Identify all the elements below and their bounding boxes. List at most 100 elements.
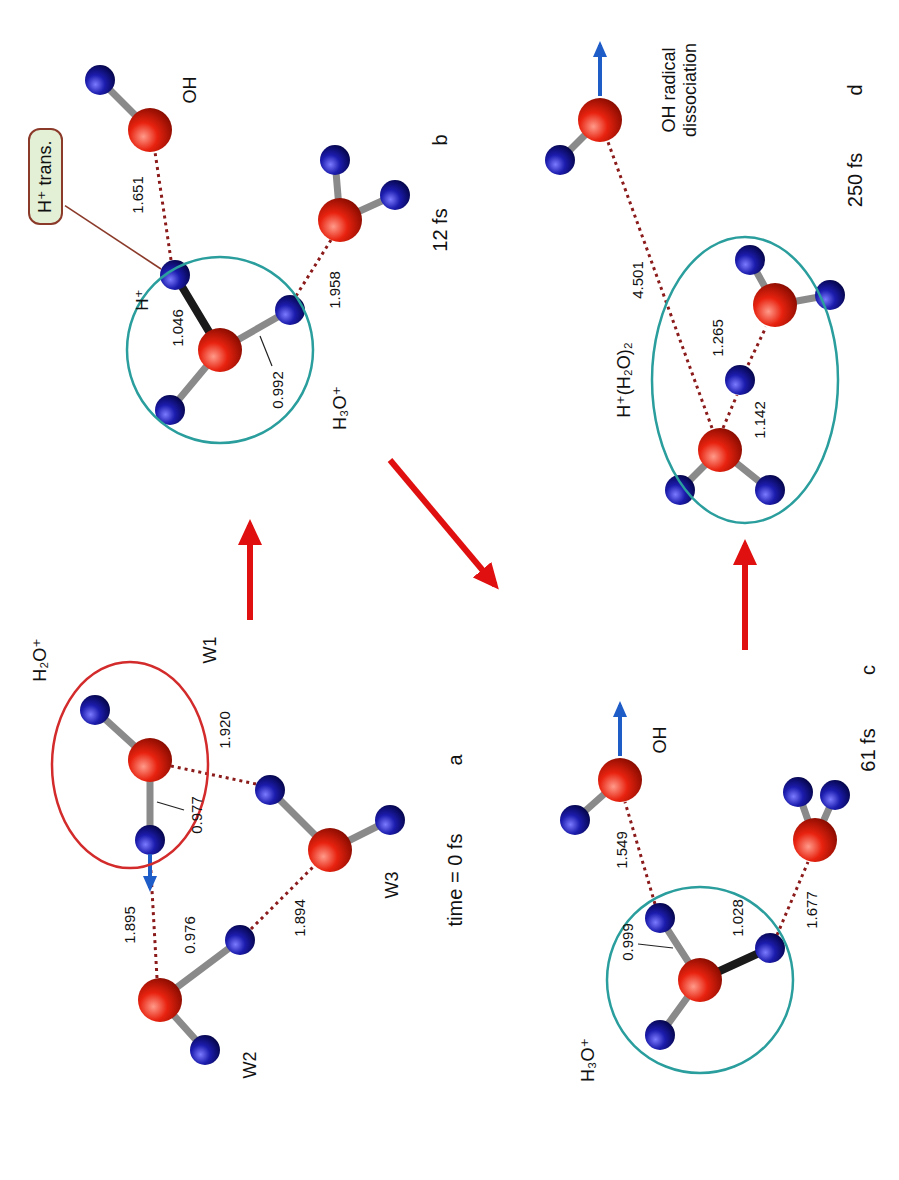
- leader-line: [157, 802, 184, 810]
- figure-label: 1.549: [613, 831, 630, 869]
- figure-label: time = 0 fs: [444, 834, 467, 927]
- group-label: H₃O⁺: [578, 1038, 599, 1082]
- group-ellipse: [127, 257, 313, 443]
- hydrogen-atom: [80, 695, 110, 725]
- oxygen-atom: [598, 758, 642, 802]
- oxygen-atom: [753, 283, 797, 327]
- figure-label: W2: [240, 1052, 261, 1079]
- figure-label: 4.501: [629, 261, 646, 299]
- hydrogen-atom: [645, 1020, 675, 1050]
- figure-label: 1.958: [326, 271, 343, 309]
- hydrogen-atom: [820, 780, 850, 810]
- hydrogen-atom: [755, 475, 785, 505]
- figure-label: c: [857, 665, 880, 675]
- callout-leader: [65, 206, 161, 269]
- oxygen-atom: [308, 828, 352, 872]
- hydrogen-bond: [155, 152, 171, 260]
- motion-arrow: [598, 45, 602, 96]
- hydrogen-atom: [190, 1035, 220, 1065]
- figure-label: 12 fs: [429, 208, 452, 251]
- oxygen-atom: [128, 738, 172, 782]
- group-outline: H⁺(H₂O)₂: [650, 235, 840, 525]
- oxygen-atoms: [128, 98, 837, 1022]
- oxygen-atom: [678, 958, 722, 1002]
- group-ellipse: [607, 887, 793, 1073]
- hydrogen-bond: [296, 240, 331, 296]
- hydrogen-bond: [150, 855, 157, 978]
- figure-label: 1.894: [291, 899, 308, 937]
- figure-label: 0.977: [188, 796, 205, 834]
- group-outline-shape: [50, 660, 210, 870]
- hydrogen-atom: [755, 933, 785, 963]
- callout-text: H⁺ trans.: [35, 140, 56, 213]
- motion-arrow: [148, 854, 152, 888]
- process-arrows: [250, 460, 745, 650]
- group-outline: H₃O⁺: [125, 255, 315, 445]
- hydrogen-bonds: [150, 142, 808, 978]
- figure-label: d: [844, 84, 867, 95]
- figure-label: OH: [650, 727, 671, 754]
- hydrogen-atom: [85, 65, 115, 95]
- figure-label: 1.142: [751, 401, 768, 439]
- hydrogen-atom: [783, 777, 813, 807]
- hydrogen-bond: [171, 766, 256, 784]
- callout-leaders: [65, 206, 161, 269]
- covalent-bonds: [95, 80, 835, 1050]
- hydrogen-atom: [545, 145, 575, 175]
- leader-lines: [157, 336, 673, 948]
- group-outline-shape: [125, 255, 315, 445]
- leader-line: [260, 336, 272, 366]
- group-label: H₃O⁺: [330, 386, 351, 430]
- hydrogen-atom: [735, 245, 765, 275]
- group-outline-shape: [605, 885, 795, 1075]
- group-outline: H₂O⁺: [50, 660, 210, 870]
- figure-label: 1.651: [129, 176, 146, 214]
- figure-label: 1.028: [729, 899, 746, 937]
- figure-label: 1.895: [121, 906, 138, 944]
- hydrogen-atom: [320, 145, 350, 175]
- callout-box: H⁺ trans.: [28, 128, 63, 225]
- step-arrow: [390, 460, 495, 585]
- figure-label: a: [444, 754, 467, 765]
- figure-label: W3: [382, 872, 403, 899]
- hydrogen-atoms: [80, 65, 850, 1065]
- figure-label: 1.920: [216, 711, 233, 749]
- hydrogen-atom: [255, 775, 285, 805]
- figure-label: b: [429, 134, 452, 145]
- group-label: H⁺(H₂O)₂: [614, 342, 635, 417]
- hydrogen-atom: [225, 925, 255, 955]
- figure-label: 250 fs: [844, 153, 867, 207]
- hydrogen-bond: [723, 395, 737, 428]
- figure-label: 61 fs: [857, 728, 880, 771]
- figure-label: 1.677: [803, 891, 820, 929]
- hydrogen-atom: [645, 903, 675, 933]
- figure-label: H⁺: [133, 289, 153, 310]
- hydrogen-atom: [665, 475, 695, 505]
- group-outline: H₃O⁺: [605, 885, 795, 1075]
- oxygen-atom: [578, 98, 622, 142]
- oxygen-atom: [793, 818, 837, 862]
- hydrogen-atom: [375, 805, 405, 835]
- group-ellipse: [652, 237, 838, 523]
- hydrogen-atom: [725, 365, 755, 395]
- group-label: H₂O⁺: [30, 638, 51, 682]
- hydrogen-atom: [275, 295, 305, 325]
- transfer-bonds: [175, 275, 770, 980]
- motion-arrow: [618, 705, 622, 756]
- step-arrow: [742, 545, 748, 650]
- leader-line: [638, 944, 673, 948]
- figure-label: W1: [200, 637, 221, 664]
- oxygen-atom: [128, 108, 172, 152]
- oxygen-atom: [698, 428, 742, 472]
- hydrogen-bond: [748, 327, 766, 365]
- step-arrow: [247, 525, 253, 620]
- hydrogen-bond: [608, 142, 712, 428]
- hydrogen-bond: [777, 862, 808, 935]
- hydrogen-atom: [135, 825, 165, 855]
- oxygen-atom: [138, 978, 182, 1022]
- figure-label: 1.265: [709, 319, 726, 357]
- oxygen-atom: [318, 198, 362, 242]
- group-outline-shape: [650, 235, 840, 525]
- motion-arrows: [150, 45, 620, 888]
